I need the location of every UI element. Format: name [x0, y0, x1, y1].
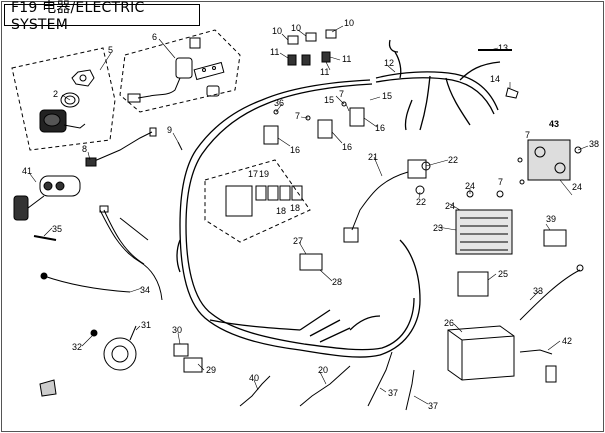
callout-38: 38 [589, 139, 599, 149]
callout-11c: 11 [342, 54, 351, 64]
bolt-9 [177, 141, 183, 151]
callout-25: 25 [498, 269, 508, 279]
callout-19: 19 [259, 169, 269, 179]
horn [90, 325, 137, 371]
callout-10a: 10 [272, 26, 282, 36]
regulator-rectifier [455, 190, 513, 255]
wire-37a [367, 351, 393, 407]
ignition-coil [343, 159, 431, 243]
wire-33-end [576, 264, 584, 272]
callout-7d: 7 [498, 177, 503, 187]
callout-18a: 18 [276, 206, 286, 216]
ignition-switch [39, 69, 95, 133]
wire-33 [519, 269, 581, 321]
wire-37b [405, 369, 415, 411]
connector-27 [299, 253, 323, 271]
callout-24a: 24 [465, 181, 475, 191]
wire-40 [239, 375, 271, 407]
callout-33: 33 [533, 286, 543, 296]
callout-22b: 22 [416, 197, 426, 207]
callout-18b: 18 [290, 203, 300, 213]
callout-29: 29 [206, 365, 216, 375]
callout-42: 42 [562, 336, 572, 346]
callout-43: 43 [549, 119, 559, 129]
callout-10c: 10 [344, 18, 354, 28]
speed-sensor [85, 127, 157, 167]
callout-7b: 7 [339, 89, 344, 99]
callout-24c: 24 [572, 182, 582, 192]
callout-6: 6 [152, 32, 157, 42]
brake-light-wire [40, 205, 163, 301]
callout-16a: 16 [290, 145, 300, 155]
callout-41: 41 [22, 166, 32, 176]
callout-9: 9 [167, 125, 172, 135]
switch-30 [173, 343, 189, 357]
wire-20 [299, 365, 351, 407]
callout-14: 14 [490, 74, 500, 84]
callout-13: 13 [498, 43, 508, 53]
callout-11b: 11 [320, 67, 329, 77]
callout-35: 35 [52, 224, 62, 234]
callout-15a: 15 [324, 95, 334, 105]
module-25 [457, 271, 489, 297]
callout-32: 32 [72, 342, 82, 352]
callout-7c: 7 [525, 130, 530, 140]
callout-16c: 16 [375, 123, 385, 133]
arrow-icon [39, 379, 57, 397]
callout-37a: 37 [388, 388, 398, 398]
main-wiring-harness [176, 39, 501, 358]
key-switch-group [119, 29, 241, 113]
callout-17: 17 [248, 169, 258, 179]
fuse-clips [287, 29, 337, 66]
callout-7a: 7 [295, 111, 300, 121]
callout-22a: 22 [448, 155, 458, 165]
callout-5: 5 [108, 45, 113, 55]
flasher-39 [543, 229, 567, 247]
callout-26: 26 [444, 318, 454, 328]
callout-15b: 15 [382, 91, 392, 101]
callout-11a: 11 [270, 47, 279, 57]
battery [447, 325, 515, 381]
callout-37b: 37 [428, 401, 438, 411]
callout-8: 8 [82, 144, 87, 154]
callout-16b: 16 [342, 142, 352, 152]
callout-27: 27 [293, 236, 303, 246]
plug-14 [505, 87, 519, 99]
callout-36: 36 [274, 98, 284, 108]
wire-35 [33, 235, 57, 241]
callout-12: 12 [384, 58, 394, 68]
relay-box [225, 185, 303, 217]
callout-24b: 24 [445, 201, 455, 211]
callout-30: 30 [172, 325, 182, 335]
callout-34: 34 [140, 285, 150, 295]
starter-relay [517, 139, 582, 185]
callout-31: 31 [141, 320, 151, 330]
callout-21: 21 [368, 152, 378, 162]
fuel-sensor [519, 349, 557, 383]
callout-40: 40 [249, 373, 259, 383]
callout-28: 28 [332, 277, 342, 287]
key-switch [127, 37, 225, 103]
callout-39: 39 [546, 214, 556, 224]
callout-20: 20 [318, 365, 328, 375]
diagram-title: F19 电器/ELECTRIC SYSTEM [4, 0, 200, 33]
callout-10b: 10 [291, 23, 301, 33]
relays [263, 101, 365, 145]
callout-2: 2 [53, 89, 58, 99]
handlebar-switch [13, 175, 81, 221]
ignition-switch-group [11, 47, 116, 151]
relay-29 [183, 357, 203, 373]
callout-23: 23 [433, 223, 443, 233]
